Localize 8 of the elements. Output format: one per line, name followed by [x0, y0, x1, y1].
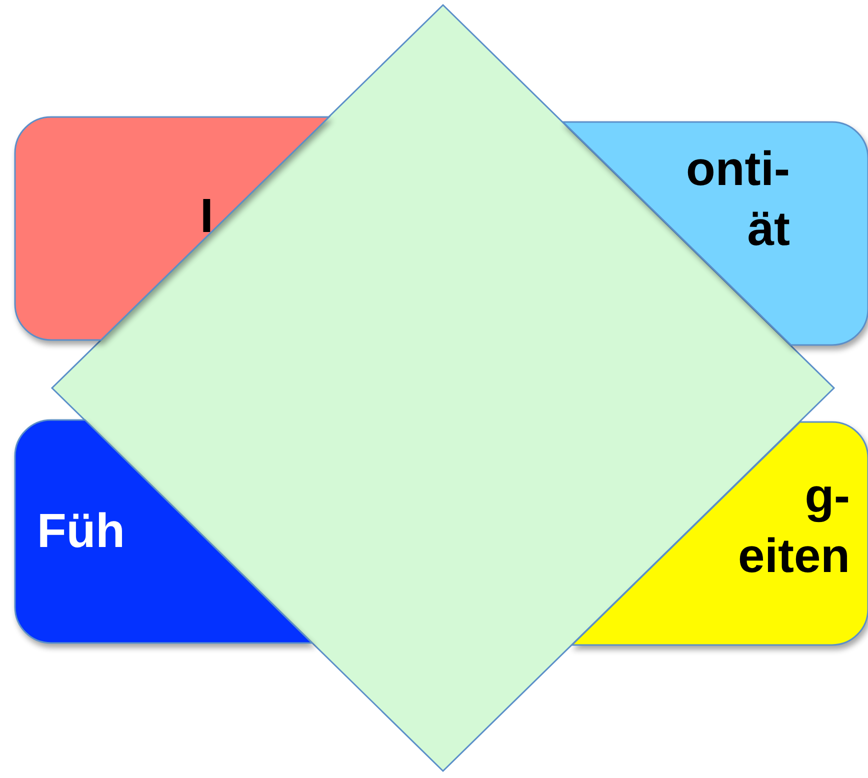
rounded-box	[15, 420, 312, 643]
rounded-box	[15, 117, 329, 340]
box-label: onti- ät	[685, 142, 790, 258]
rounded-box	[572, 422, 868, 645]
rounded-box	[563, 122, 868, 345]
box-label: I	[200, 189, 214, 245]
box-label: g- eiten	[736, 469, 850, 585]
box-label: Füh	[37, 504, 126, 560]
